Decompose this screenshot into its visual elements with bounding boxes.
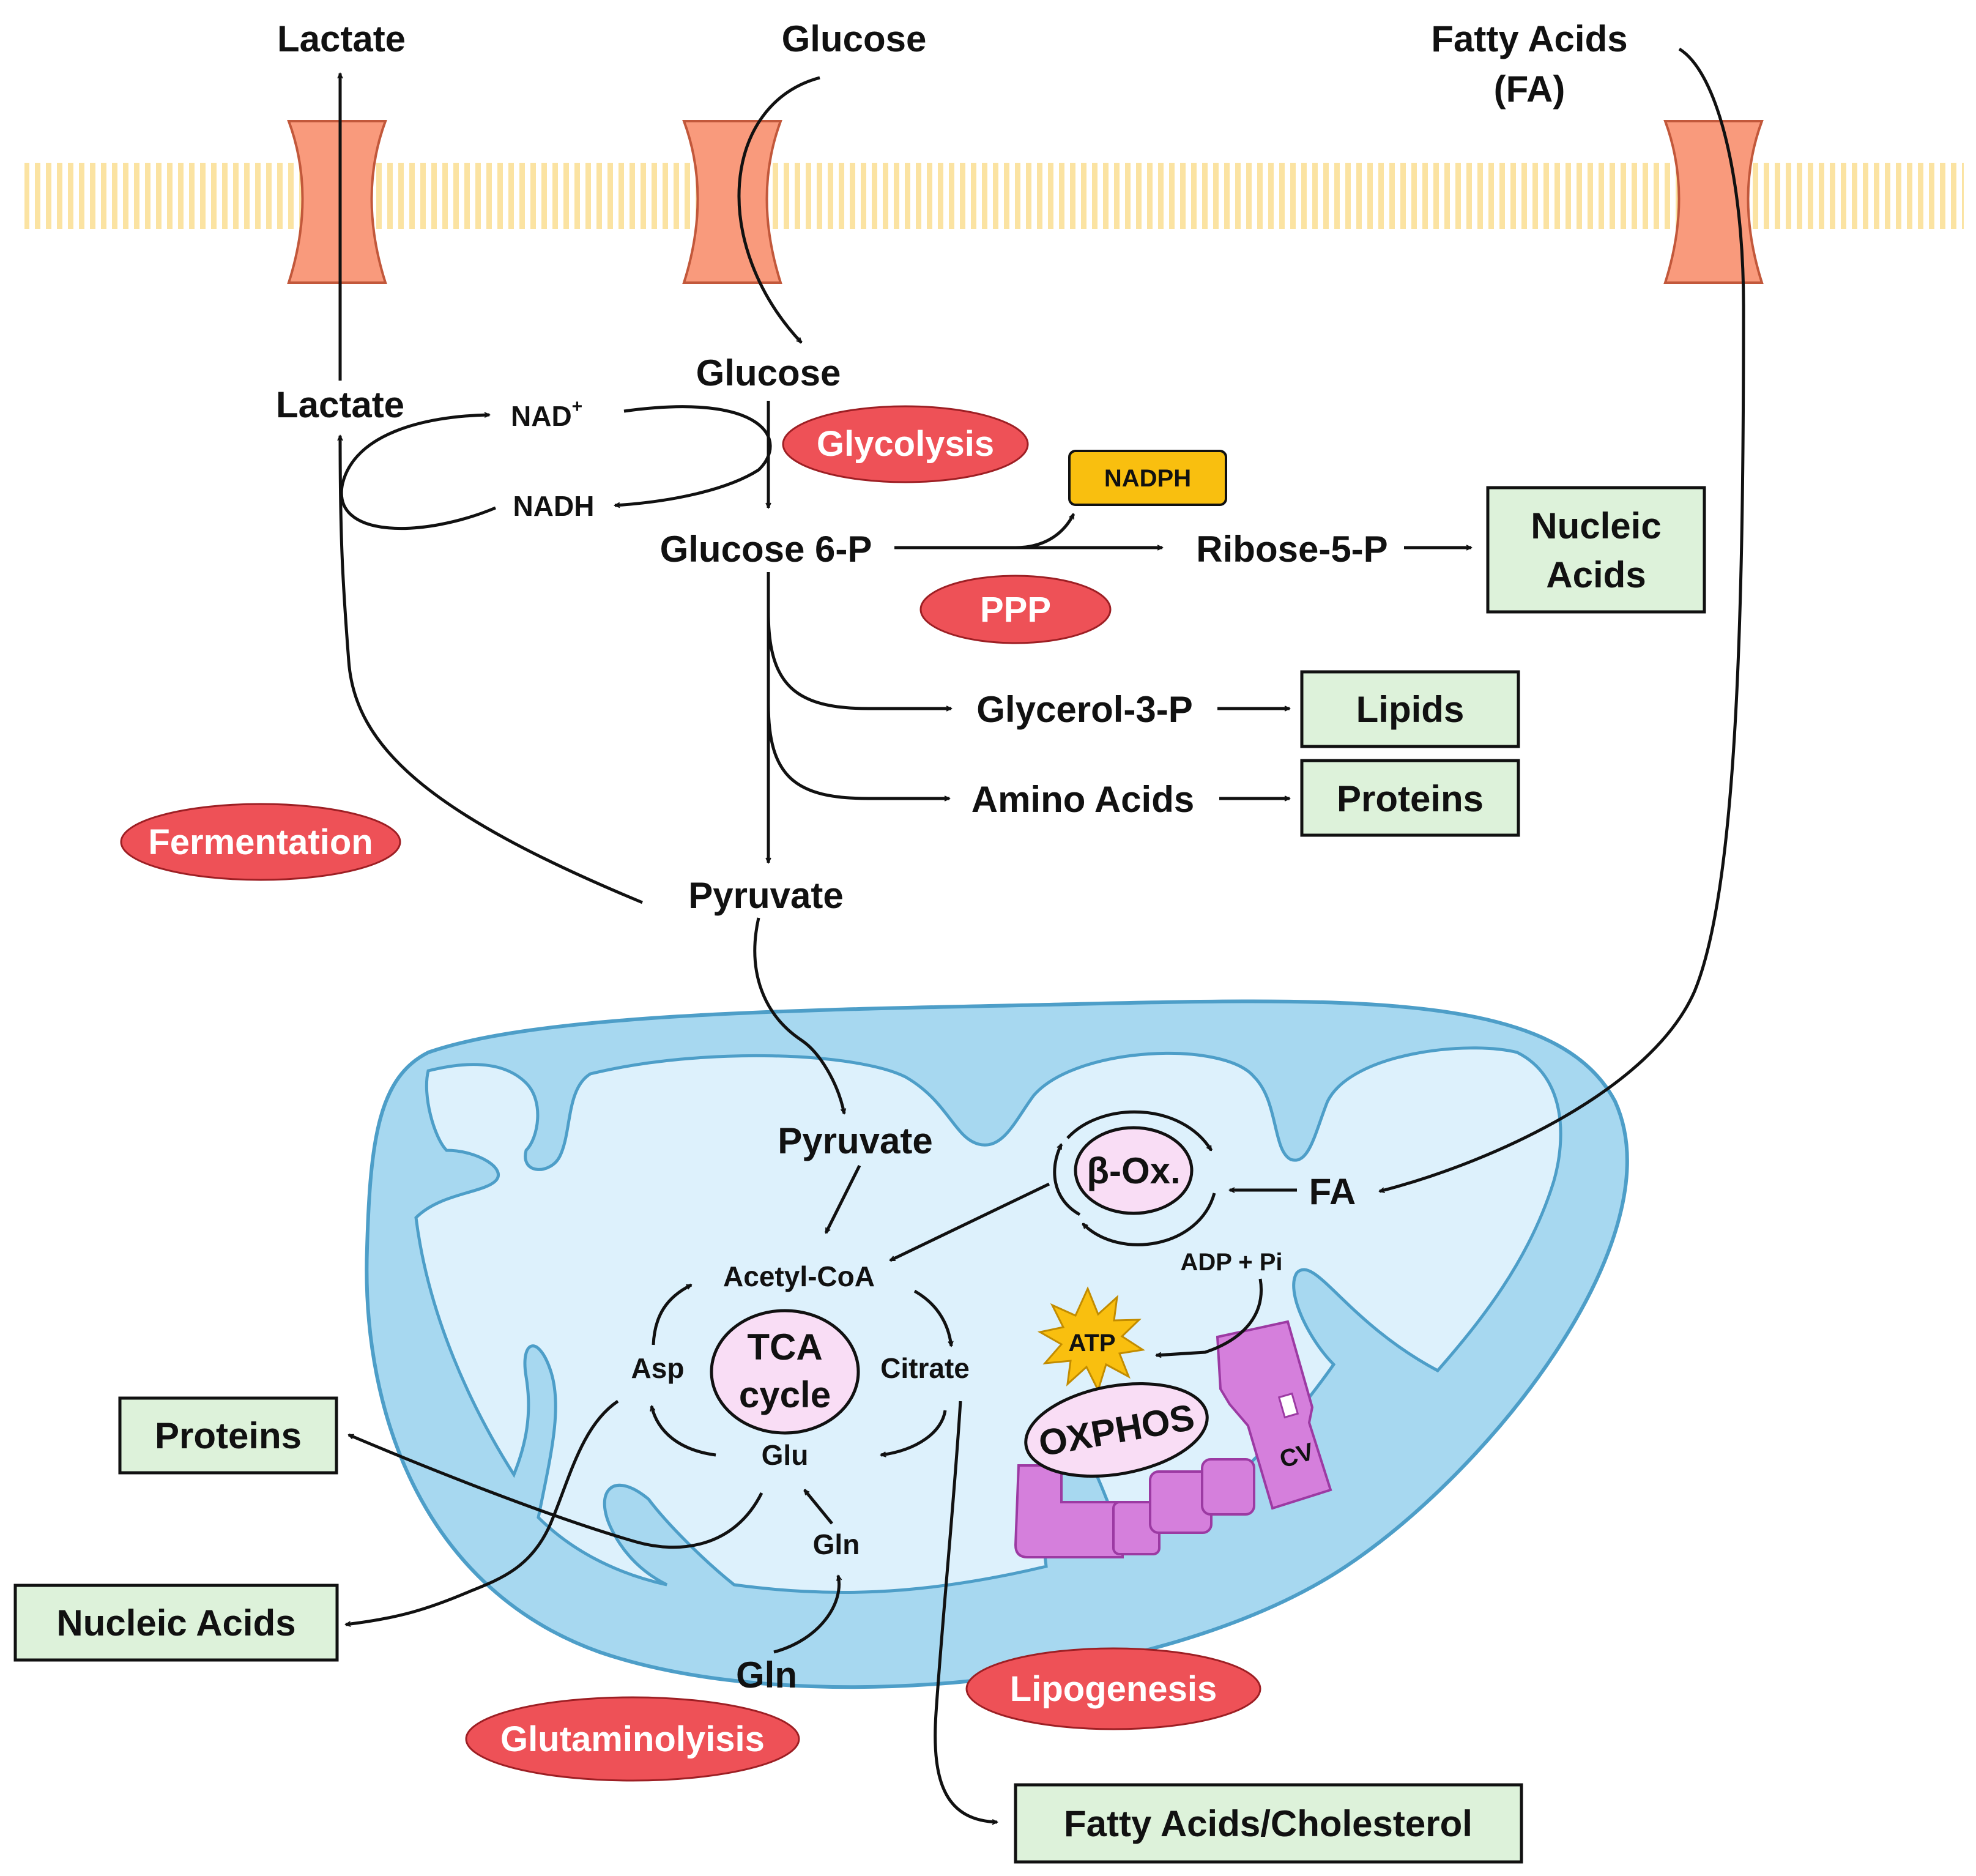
- lactate-transporter: [287, 120, 387, 284]
- cytosol-gln-label: Gln: [736, 1655, 797, 1695]
- nad-superscript: +: [572, 396, 583, 417]
- pyruvate-to-lactate-arrow: [340, 436, 643, 904]
- lipogenesis-pill: [965, 1647, 1261, 1730]
- fermentation-pill: [120, 803, 401, 881]
- nucleic-acids-top-line1: Nucleic: [1531, 505, 1661, 546]
- tca-label-line1: TCA: [747, 1327, 822, 1368]
- cytosol-glucose-label: Glucose: [696, 352, 841, 393]
- complex-iv: [1201, 1458, 1255, 1516]
- tca-cycle-circle: [710, 1309, 860, 1435]
- lipids-box: [1300, 670, 1520, 748]
- mitochondrion: [365, 999, 1629, 1689]
- pyruvate-mito-import-arrow: [753, 917, 844, 1114]
- beta-ox-label: β-Ox.: [1086, 1150, 1180, 1191]
- glucose-6p-label: Glucose 6-P: [660, 529, 872, 570]
- ppp-label: PPP: [980, 590, 1051, 630]
- proteins-right-box: [1300, 759, 1520, 837]
- pathway-labels: Glycolysis PPP Fermentation Glutaminolyi…: [120, 405, 1261, 1782]
- atp-label: ATP: [1068, 1330, 1115, 1357]
- beta-ox-circle: [1074, 1126, 1194, 1215]
- ribose-5p-label: Ribose-5-P: [1196, 529, 1387, 570]
- outside-fatty-acids-label-line2: (FA): [1494, 69, 1566, 110]
- glu-to-asp-arrow: [652, 1406, 716, 1457]
- g6p-to-amino-acids-arrow: [767, 703, 949, 798]
- product-boxes: Nucleic Acids Lipids Proteins Proteins N…: [13, 450, 1706, 1864]
- outside-lactate-label: Lactate: [277, 18, 406, 59]
- nadh-to-nad-arrow: [340, 415, 496, 530]
- complex-v-stalk: [1277, 1392, 1299, 1419]
- citrate-label: Citrate: [880, 1352, 970, 1384]
- fatty-acid-transporter: [1663, 120, 1764, 284]
- glycolysis-label: Glycolysis: [817, 424, 994, 464]
- nad-label: NAD+: [511, 396, 582, 432]
- fatty-acids-cholesterol-label: Fatty Acids/Cholesterol: [1064, 1803, 1473, 1844]
- glutaminolysis-label: Glutaminolyisis: [500, 1719, 765, 1759]
- glycolysis-pill: [782, 405, 1029, 483]
- lipids-label: Lipids: [1356, 689, 1465, 730]
- to-proteins-arrow: [349, 1433, 763, 1549]
- mito-fa-label: FA: [1309, 1171, 1356, 1212]
- nucleic-acids-top-line2: Acids: [1546, 554, 1646, 595]
- cytosol-pyruvate-label: Pyruvate: [688, 875, 843, 916]
- outside-glucose-label: Glucose: [782, 18, 927, 59]
- nucleic-acids-left-box: [13, 1584, 339, 1662]
- pathway-arrows: [340, 47, 1745, 1822]
- proteins-left-box: [118, 1396, 338, 1475]
- asp-to-acetyl-coa-arrow: [652, 1283, 691, 1346]
- nadh-label: NADH: [513, 490, 595, 522]
- cytosol-lactate-label: Lactate: [276, 384, 404, 425]
- outside-fatty-acids-label-line1: Fatty Acids: [1431, 18, 1627, 59]
- glutaminolysis-pill: [465, 1696, 800, 1782]
- glu-label: Glu: [762, 1439, 809, 1471]
- lipogenesis-label: Lipogenesis: [1010, 1669, 1217, 1709]
- amino-acids-label: Amino Acids: [971, 779, 1194, 820]
- gln-import-arrow: [773, 1576, 839, 1654]
- tca-label-line2: cycle: [739, 1374, 831, 1415]
- proteins-left-label: Proteins: [155, 1415, 302, 1456]
- proteins-right-label: Proteins: [1337, 778, 1484, 819]
- ppp-pill: [919, 575, 1112, 644]
- metabolite-labels: Lactate Glucose Fatty Acids (FA) Glucose…: [276, 18, 1628, 1695]
- nadph-label: NADPH: [1104, 465, 1191, 492]
- beta-ox-cycle-left-arrow: [1053, 1144, 1081, 1216]
- beta-ox-to-acetyl-coa-arrow: [890, 1182, 1050, 1262]
- glycerol-3p-label: Glycerol-3-P: [976, 689, 1192, 730]
- mitochondrion-inner-membrane: [414, 1046, 1562, 1594]
- adp-to-atp-arrow: [1156, 1278, 1263, 1355]
- glucose-transporter: [682, 120, 782, 284]
- ppp-to-nadph-arrow: [1015, 514, 1075, 549]
- oxphos-ellipse: [1024, 1382, 1209, 1478]
- citrate-to-fatty-acids-arrow: [934, 1401, 997, 1822]
- mito-gln-label: Gln: [813, 1528, 860, 1560]
- beta-ox-cycle-bottom-arrow: [1082, 1193, 1216, 1246]
- beta-ox-cycle-top-arrow: [1066, 1110, 1213, 1150]
- oxphos-complex: [1014, 1320, 1332, 1558]
- fatty-acid-import-arrow: [1380, 47, 1745, 1191]
- nad-to-nadh-arrow: [615, 405, 772, 505]
- asp-label: Asp: [631, 1352, 685, 1384]
- citrate-to-glu-arrow: [881, 1410, 947, 1455]
- complex-v: [1216, 1320, 1332, 1510]
- nadph-box: [1068, 450, 1227, 506]
- glucose-import-arrow: [737, 76, 820, 344]
- mito-pyruvate-label: Pyruvate: [778, 1120, 932, 1161]
- fermentation-label: Fermentation: [148, 822, 373, 862]
- complex-i: [1014, 1464, 1124, 1558]
- nucleic-acids-left-label: Nucleic Acids: [56, 1602, 295, 1643]
- to-nucleic-acids-arrow: [346, 1399, 619, 1625]
- g6p-to-glycerol-arrow: [767, 611, 951, 709]
- nad-text: NAD: [511, 400, 572, 432]
- pyruvate-to-acetyl-coa-arrow: [824, 1164, 861, 1233]
- acetyl-coa-to-citrate-arrow: [913, 1289, 951, 1346]
- gln-to-glu-arrow: [803, 1490, 833, 1525]
- adp-pi-label: ADP + Pi: [1180, 1249, 1282, 1276]
- nucleic-acids-top-box: [1486, 486, 1706, 614]
- acetyl-coa-label: Acetyl-CoA: [723, 1260, 875, 1292]
- fatty-acids-cholesterol-box: [1014, 1783, 1523, 1864]
